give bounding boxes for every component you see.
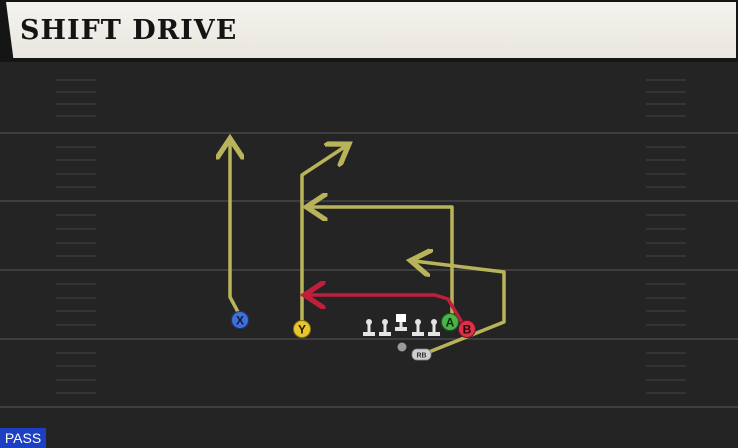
lineman-icon <box>379 319 391 336</box>
center-icon <box>395 314 407 331</box>
player-a-label: A <box>446 316 455 330</box>
player-a[interactable]: A <box>441 313 459 331</box>
route-rb-wheel <box>414 261 506 356</box>
lineman-icon <box>428 319 440 336</box>
quarterback-marker <box>397 342 407 352</box>
lineman-icon <box>412 319 424 336</box>
play-field <box>0 62 738 448</box>
play-header: SHIFT DRIVE <box>0 0 738 62</box>
route-b-drag <box>308 295 466 328</box>
player-y[interactable]: Y <box>293 320 311 338</box>
hash-marks-right <box>646 79 686 394</box>
route-a-dig <box>310 207 454 316</box>
play-type-badge: PASS <box>0 428 46 448</box>
yard-lines <box>0 132 738 408</box>
player-x[interactable]: X <box>231 311 249 329</box>
player-x-label: X <box>236 314 244 328</box>
title-banner: SHIFT DRIVE <box>6 2 736 58</box>
player-y-label: Y <box>298 323 306 337</box>
play-title: SHIFT DRIVE <box>20 15 238 46</box>
player-b-label: B <box>463 323 472 337</box>
route-y-post <box>300 146 346 324</box>
offensive-line <box>363 314 440 336</box>
player-rb-label: RB <box>416 353 426 360</box>
lineman-icon <box>363 319 375 336</box>
hash-marks-left <box>56 79 96 394</box>
player-b[interactable]: B <box>458 320 476 338</box>
player-rb[interactable]: RB <box>411 348 432 361</box>
route-x-go <box>230 142 238 314</box>
